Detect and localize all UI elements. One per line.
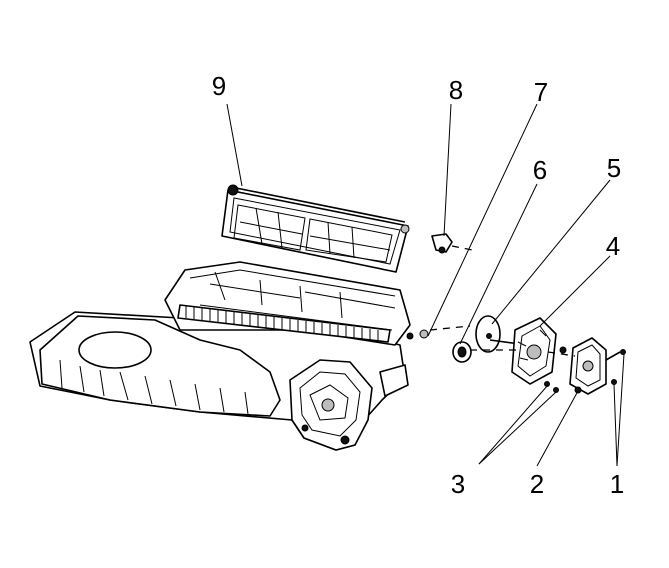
leader-8 bbox=[443, 103, 452, 237]
leader-4 bbox=[539, 255, 611, 327]
leader-7 bbox=[427, 103, 538, 337]
callout-5: 5 bbox=[606, 153, 622, 183]
leader-3b bbox=[478, 391, 557, 465]
part-6-bushing bbox=[452, 341, 472, 363]
part-5-disc bbox=[475, 315, 521, 353]
leader-1a bbox=[616, 353, 625, 467]
part-9-filter-panel bbox=[221, 184, 410, 273]
leader-2 bbox=[536, 390, 579, 467]
part-8-clip bbox=[431, 233, 453, 254]
callout-1: 1 bbox=[609, 469, 625, 499]
leader-3a bbox=[478, 384, 549, 465]
callout-2: 2 bbox=[529, 469, 545, 499]
part-1-screws bbox=[605, 349, 626, 385]
callout-8: 8 bbox=[448, 75, 464, 105]
leader-lines bbox=[226, 103, 625, 467]
callout-3: 3 bbox=[450, 469, 466, 499]
callout-6: 6 bbox=[532, 155, 548, 185]
part-4-actuator-bracket bbox=[511, 317, 567, 385]
leader-6 bbox=[459, 183, 538, 345]
callout-4: 4 bbox=[605, 231, 621, 261]
leader-1b bbox=[613, 383, 618, 467]
callout-9: 9 bbox=[211, 71, 227, 101]
leader-9 bbox=[226, 103, 243, 187]
leader-5 bbox=[491, 179, 611, 325]
hvac-case-housing bbox=[29, 261, 429, 451]
part-2-actuator-motor bbox=[569, 337, 607, 395]
callout-7: 7 bbox=[533, 77, 549, 107]
